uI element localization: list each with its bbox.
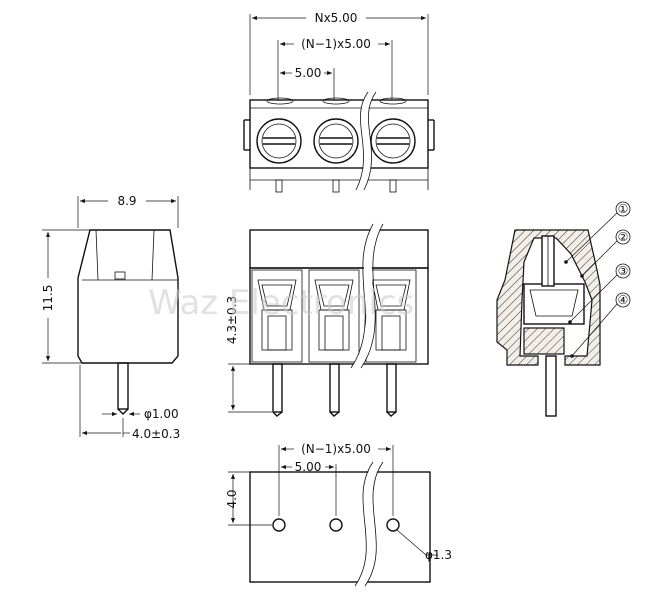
pcb-footprint: (N−1)x5.00 5.00 4.0 φ1.3 (225, 442, 452, 589)
dim-pin-position: 4.0±0.3 (132, 427, 180, 441)
side-view: 8.9 11.5 φ1.00 4.0±0.3 (41, 194, 180, 441)
pcb-dim-pitch: 5.00 (295, 460, 322, 474)
dim-pitch: 5.00 (295, 66, 322, 80)
terminal-cell-2 (308, 269, 360, 363)
dim-width: 8.9 (117, 194, 136, 208)
terminal-cell-1 (251, 269, 303, 363)
callout-3: ③ (618, 264, 629, 278)
callout-1: ① (618, 202, 629, 216)
dim-total-pitch: Nx5.00 (315, 11, 358, 25)
watermark: Waz Electronics (148, 283, 414, 323)
section-view: ① ② ③ ④ (496, 201, 631, 417)
top-view: Nx5.00 (N−1)x5.00 5.00 (243, 11, 435, 193)
pcb-dim-hole: φ1.3 (425, 548, 452, 562)
pcb-dim-row-offset: 4.0 (225, 489, 239, 508)
terminal-cell-3 (365, 269, 417, 363)
screw-1 (256, 118, 302, 164)
dim-pin-offset: 4.3±0.3 (225, 296, 239, 344)
screw-3 (370, 118, 416, 164)
pcb-dim-span: (N−1)x5.00 (301, 442, 371, 456)
dim-span-pitch: (N−1)x5.00 (301, 37, 371, 51)
dim-height: 11.5 (41, 285, 55, 312)
screw-2 (313, 118, 359, 164)
pcb-hole-3 (386, 518, 400, 532)
callout-2: ② (618, 230, 629, 244)
front-view: 4.3±0.3 (225, 222, 429, 417)
callout-4: ④ (618, 293, 629, 307)
pcb-hole-1 (272, 518, 286, 532)
dim-pin-diameter: φ1.00 (144, 407, 179, 421)
pcb-hole-2 (329, 518, 343, 532)
